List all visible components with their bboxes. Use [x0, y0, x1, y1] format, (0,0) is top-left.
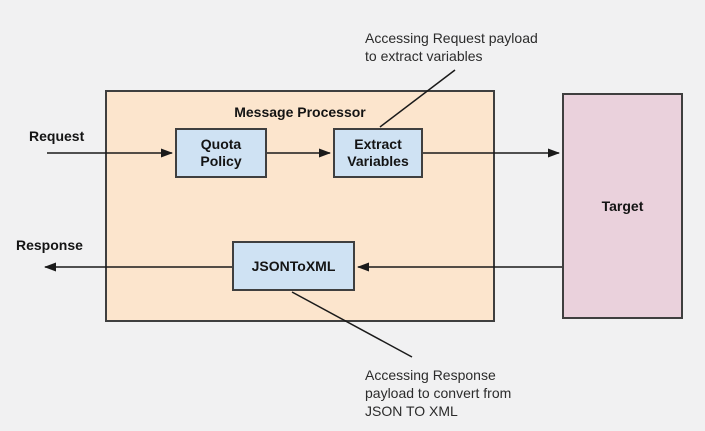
json-to-xml-label: JSONToXML: [251, 257, 336, 274]
annotation-response-payload: Accessing Response payload to convert fr…: [365, 367, 512, 419]
node-target: Target: [562, 93, 683, 319]
node-json-to-xml: JSONToXML: [232, 241, 355, 291]
message-processor-title: Message Processor: [234, 104, 366, 120]
node-quota-policy: Quota Policy: [175, 128, 267, 178]
target-label: Target: [601, 198, 644, 214]
request-label: Request: [29, 128, 85, 144]
node-extract-variables: Extract Variables: [333, 128, 423, 178]
extract-variables-label: Extract Variables: [347, 136, 409, 169]
response-label: Response: [16, 237, 83, 253]
annotation-request-payload: Accessing Request payload to extract var…: [365, 30, 538, 64]
quota-policy-label: Quota Policy: [200, 136, 242, 169]
